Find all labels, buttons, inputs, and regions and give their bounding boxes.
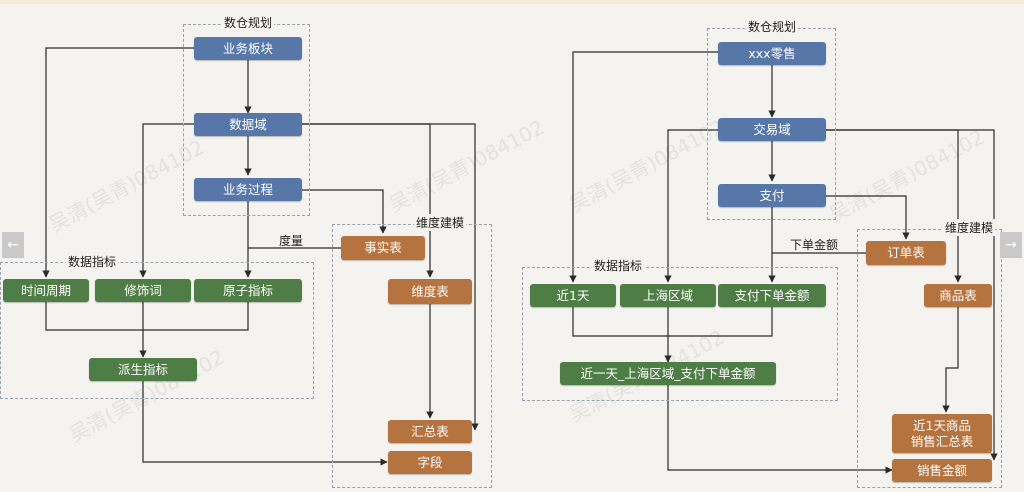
derived-combo-node[interactable]: 近一天_上海区域_支付下单金额 — [560, 362, 776, 385]
payment-order-amount-node[interactable]: 支付下单金额 — [718, 284, 826, 307]
business-process-node[interactable]: 业务过程 — [194, 178, 302, 201]
arrow-left-icon[interactable]: ← — [2, 232, 24, 258]
data-domain-node[interactable]: 数据域 — [194, 113, 302, 136]
field-node[interactable]: 字段 — [388, 451, 472, 474]
left-dimension-label: 维度建模 — [414, 214, 467, 231]
dimension-table-node[interactable]: 维度表 — [388, 279, 472, 304]
left-dimension-group — [332, 224, 492, 488]
modifier-node[interactable]: 修饰词 — [95, 279, 191, 302]
payment-node[interactable]: 支付 — [718, 184, 826, 207]
product-table-node[interactable]: 商品表 — [924, 284, 992, 307]
summary-table-node[interactable]: 汇总表 — [388, 420, 472, 443]
left-planning-label: 数仓规划 — [222, 14, 275, 31]
trade-domain-node[interactable]: 交易域 — [718, 118, 826, 141]
right-measure-label: 下单金额 — [790, 238, 839, 252]
sales-amount-node[interactable]: 销售金额 — [892, 459, 992, 482]
derived-indicator-node[interactable]: 派生指标 — [89, 358, 197, 381]
right-dimension-label: 维度建模 — [943, 219, 996, 236]
product-sales-summary-node[interactable]: 近1天商品 销售汇总表 — [892, 414, 992, 453]
atomic-indicator-node[interactable]: 原子指标 — [194, 279, 302, 302]
arrow-right-icon[interactable]: → — [1000, 232, 1022, 258]
left-indicator-group — [0, 262, 314, 399]
shanghai-region-node[interactable]: 上海区域 — [620, 284, 716, 307]
order-table-node[interactable]: 订单表 — [866, 241, 946, 265]
right-planning-label: 数仓规划 — [746, 18, 799, 35]
xxx-retail-node[interactable]: xxx零售 — [718, 42, 826, 65]
right-indicator-label: 数据指标 — [592, 257, 645, 274]
left-measure-label: 度量 — [279, 234, 304, 248]
last-1-day-node[interactable]: 近1天 — [530, 284, 616, 307]
business-sector-node[interactable]: 业务板块 — [194, 37, 302, 60]
time-period-node[interactable]: 时间周期 — [3, 279, 89, 302]
top-bar — [0, 0, 1024, 4]
fact-table-node[interactable]: 事实表 — [341, 236, 425, 260]
left-indicator-label: 数据指标 — [66, 253, 119, 270]
right-indicator-group — [522, 267, 838, 401]
right-dimension-group — [857, 229, 1002, 488]
